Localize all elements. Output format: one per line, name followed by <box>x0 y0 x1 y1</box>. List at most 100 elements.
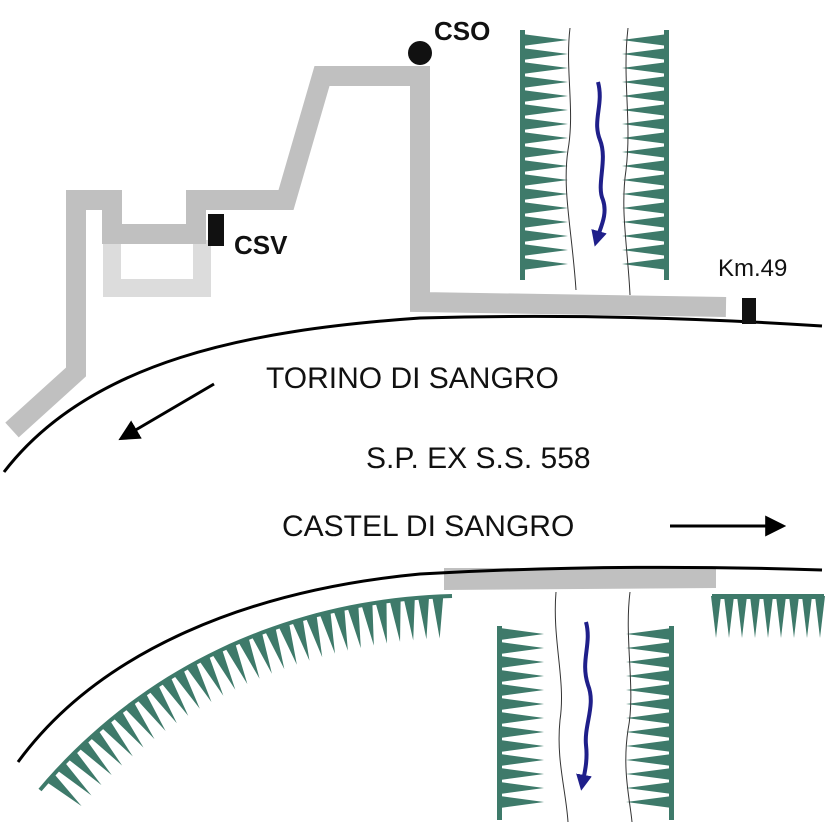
vegetation-spike <box>522 48 568 60</box>
vegetation-spike <box>522 160 568 172</box>
vegetation-spike <box>626 670 672 682</box>
vegetation-spike <box>361 603 374 646</box>
vegetation-spike <box>626 642 672 654</box>
vegetation-spike <box>622 202 668 214</box>
vegetation-spike <box>305 615 323 658</box>
vegetation-spike <box>522 202 568 214</box>
csv-label: CSV <box>234 230 288 260</box>
vegetation-spike <box>265 627 285 670</box>
vegetation-spike <box>622 258 668 270</box>
vegetation-spike <box>522 76 568 88</box>
vegetation-spike <box>802 596 812 638</box>
vegetation-spike <box>626 656 672 668</box>
vegetation-spike <box>333 608 348 651</box>
vegetation-spike <box>711 596 721 638</box>
river-flow-arrow-lower <box>576 621 593 791</box>
vegetation-spike <box>763 596 773 638</box>
vegetation-spike <box>622 62 668 74</box>
vegetation-spike <box>500 712 544 724</box>
vegetation-spike <box>626 726 672 738</box>
road-name-label: S.P. EX S.S. 558 <box>366 442 591 475</box>
vegetation-spike <box>522 216 568 228</box>
vegetation-spike <box>238 637 260 679</box>
river-flow-arrow-upper <box>591 81 607 247</box>
vegetation-spike <box>815 596 825 638</box>
vegetation-spike <box>212 649 236 690</box>
vegetation-spike <box>500 642 544 654</box>
vegetation-spike <box>522 244 568 256</box>
vegetation-lower-curve <box>38 594 453 807</box>
vegetation-spike <box>149 685 177 724</box>
vegetation-spike <box>622 230 668 242</box>
vegetation-spike <box>622 146 668 158</box>
vegetation-spike <box>500 754 544 766</box>
vegetation-spike <box>375 601 387 644</box>
vegetation-spike <box>292 618 310 661</box>
vegetation-spike <box>622 90 668 102</box>
vegetation-spike <box>522 90 568 102</box>
vegetation-spike <box>622 174 668 186</box>
vegetation-spike <box>522 258 568 270</box>
vegetation-lower-river-left <box>497 626 544 820</box>
access-path <box>5 66 727 438</box>
vegetation-spike <box>199 655 224 696</box>
vegetation-spike <box>319 611 335 654</box>
vegetation-spike <box>622 118 668 130</box>
river-bank-lower-right <box>625 591 633 823</box>
vegetation-spike <box>278 623 297 665</box>
vegetation-spike <box>750 596 760 638</box>
vegetation-spike <box>626 698 672 710</box>
access-path-light <box>103 240 211 297</box>
vegetation-spike <box>522 34 568 46</box>
vegetation-spike <box>626 712 672 724</box>
vegetation-spike <box>124 702 155 740</box>
vegetation-spike <box>622 48 668 60</box>
road-edge-north <box>2 314 823 473</box>
vegetation-spike <box>626 684 672 696</box>
river-bank-upper-right <box>623 27 631 296</box>
vegetation-spike <box>724 596 734 638</box>
vegetation-spike <box>626 628 672 640</box>
vegetation-spike <box>347 605 361 649</box>
vegetation-spike <box>522 132 568 144</box>
vegetation-spike <box>522 174 568 186</box>
vegetation-spike <box>500 684 544 696</box>
vegetation-spike <box>522 62 568 74</box>
vegetation-spike <box>500 796 544 808</box>
vegetation-upper-left <box>520 30 568 280</box>
vegetation-spike <box>500 656 544 668</box>
river-bank-upper-left <box>565 27 577 291</box>
vegetation-spike <box>225 643 248 685</box>
vegetation-lower-right <box>711 594 825 638</box>
vegetation-spike <box>737 596 747 638</box>
vegetation-spike <box>403 598 415 641</box>
vegetation-spike <box>500 628 544 640</box>
vegetation-spike <box>500 698 544 710</box>
vegetation-spike <box>622 188 668 200</box>
vegetation-spike <box>522 118 568 130</box>
road-edge-south <box>16 565 823 763</box>
river-bank-lower-left <box>554 591 569 823</box>
vegetation-spike <box>622 132 668 144</box>
km-marker-icon <box>742 298 756 324</box>
direction-west-label: TORINO DI SANGRO <box>266 362 559 395</box>
vegetation-spike <box>418 597 430 640</box>
vegetation-spike <box>389 599 401 642</box>
vegetation-spike <box>522 188 568 200</box>
direction-east-label: CASTEL DI SANGRO <box>282 510 574 543</box>
vegetation-spike <box>251 632 272 674</box>
vegetation-spike <box>173 669 200 709</box>
direction-west-arrow-icon <box>118 382 215 441</box>
vegetation-spike <box>432 596 444 639</box>
vegetation-spike <box>522 230 568 242</box>
vegetation-lower-river-right <box>626 626 674 820</box>
vegetation-spike <box>90 730 123 766</box>
vegetation-spike <box>622 104 668 116</box>
vegetation-spike <box>57 762 92 796</box>
vegetation-spike <box>622 216 668 228</box>
vegetation-spike <box>776 596 786 638</box>
vegetation-spike <box>626 768 672 780</box>
vegetation-spike <box>626 782 672 794</box>
vegetation-spike <box>500 726 544 738</box>
